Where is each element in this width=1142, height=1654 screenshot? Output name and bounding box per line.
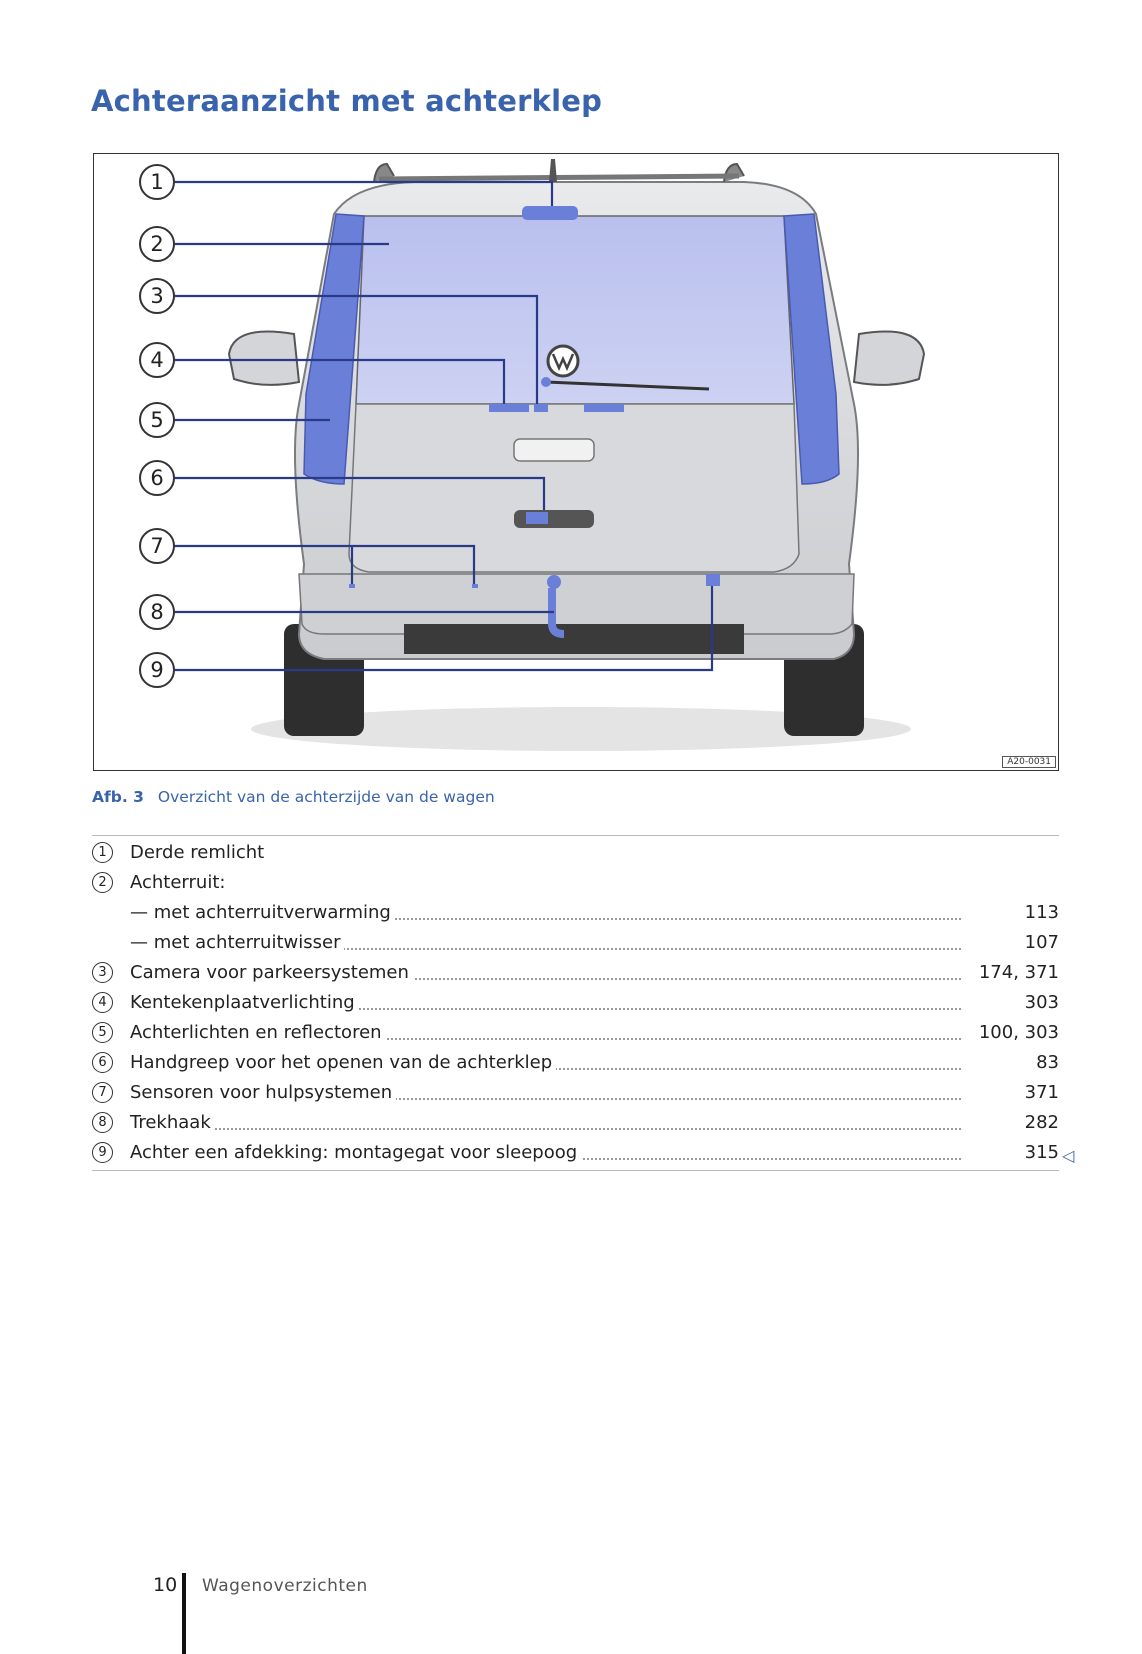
svg-text:5: 5	[150, 408, 163, 432]
callout-2: 2	[139, 226, 175, 262]
legend-number: 4	[92, 992, 113, 1013]
legend-label: Trekhaak	[130, 1108, 215, 1138]
legend-row: 9 Achter een afdekking: montagegat voor …	[92, 1138, 1059, 1168]
vehicle-rear-figure: 1 2 3 4 5 6 7 8 9 A20-0031	[93, 153, 1059, 771]
legend-number: 6	[92, 1052, 113, 1073]
vehicle-rear-illustration: 1 2 3 4 5 6 7 8 9	[139, 159, 926, 751]
legend-number: 7	[92, 1082, 113, 1103]
callout-8: 8	[139, 594, 175, 630]
footer-divider	[182, 1573, 186, 1654]
page-title: Achteraanzicht met achterklep	[91, 84, 603, 118]
callout-1: 1	[139, 164, 175, 200]
legend-label: Achter een afdekking: montagegat voor sl…	[130, 1138, 582, 1168]
legend-page[interactable]: 107	[1024, 932, 1059, 953]
legend-row: 1 Derde remlicht	[92, 838, 1059, 868]
legend-row: 7 Sensoren voor hulpsystemen 371	[92, 1078, 1059, 1108]
legend-page[interactable]: 371	[1024, 1082, 1059, 1103]
caption-text: Overzicht van de achterzijde van de wage…	[157, 788, 495, 806]
legend-page[interactable]: 282	[1024, 1112, 1059, 1133]
section-end-icon: ◁	[1062, 1146, 1075, 1165]
legend-top-rule	[92, 835, 1059, 836]
legend-number: 8	[92, 1112, 113, 1133]
rear-window	[355, 215, 795, 405]
rear-bumper	[298, 573, 855, 635]
legend-row: — met achterruitverwarming 113	[92, 898, 1059, 928]
left-tail-light	[303, 213, 365, 485]
legend-row: — met achterruitwisser 107	[92, 928, 1059, 958]
legend-page[interactable]: 83	[1036, 1052, 1059, 1073]
figure-code: A20-0031	[1002, 756, 1056, 768]
legend-label: — met achterruitverwarming	[130, 898, 395, 928]
legend-label: Camera voor parkeersystemen	[130, 958, 413, 988]
legend-label: Sensoren voor hulpsystemen	[130, 1078, 397, 1108]
legend-row: 6 Handgreep voor het openen van de achte…	[92, 1048, 1059, 1078]
legend-label: — met achterruitwisser	[130, 928, 345, 958]
legend-number: 5	[92, 1022, 113, 1043]
svg-text:3: 3	[150, 284, 163, 308]
callout-4: 4	[139, 342, 175, 378]
legend-label: Achterlichten en reflectoren	[130, 1018, 386, 1048]
callout-3: 3	[139, 278, 175, 314]
legend-number: 3	[92, 962, 113, 983]
svg-text:9: 9	[150, 658, 163, 682]
right-tail-light	[783, 213, 840, 485]
legend-row: 8 Trekhaak 282	[92, 1108, 1059, 1138]
svg-text:6: 6	[150, 466, 163, 490]
legend-label: Handgreep voor het openen van de achterk…	[130, 1048, 557, 1078]
legend-label: Kentekenplaatverlichting	[130, 988, 359, 1018]
figure-caption: Afb. 3 Overzicht van de achterzijde van d…	[92, 788, 495, 806]
left-mirror	[227, 330, 301, 386]
legend-row: 4 Kentekenplaatverlichting 303	[92, 988, 1059, 1018]
legend-number: 1	[92, 842, 113, 863]
legend-page[interactable]: 303	[1024, 992, 1059, 1013]
svg-text:2: 2	[150, 232, 163, 256]
third-brake-light	[522, 206, 578, 220]
page-number: 10	[153, 1574, 178, 1596]
svg-text:7: 7	[150, 534, 163, 558]
legend-row: 3 Camera voor parkeersystemen 174, 371	[92, 958, 1059, 988]
legend-page[interactable]: 100, 303	[978, 1022, 1059, 1043]
footer-section: Wagenoverzichten	[202, 1576, 368, 1596]
legend-row: 5 Achterlichten en reflectoren 100, 303	[92, 1018, 1059, 1048]
legend-bottom-rule	[92, 1170, 1059, 1171]
legend-row: 2 Achterruit:	[92, 868, 1059, 898]
legend-page[interactable]: 113	[1024, 902, 1059, 923]
legend-label: Derde remlicht	[130, 838, 269, 868]
right-mirror	[852, 330, 926, 386]
legend-page[interactable]: 315	[1024, 1142, 1059, 1163]
legend-number: 2	[92, 872, 113, 893]
tow-hook	[548, 588, 565, 638]
svg-text:8: 8	[150, 600, 163, 624]
svg-text:1: 1	[150, 170, 163, 194]
callout-6: 6	[139, 460, 175, 496]
svg-text:4: 4	[150, 348, 163, 372]
legend-page[interactable]: 174, 371	[978, 962, 1059, 983]
legend-label: Achterruit:	[130, 868, 230, 898]
tailgate	[348, 403, 800, 573]
caption-label: Afb. 3	[92, 788, 144, 806]
callout-9: 9	[139, 652, 175, 688]
legend-list: 1 Derde remlicht 2 Achterruit: — met ach…	[92, 838, 1059, 1168]
callout-7: 7	[139, 528, 175, 564]
callout-5: 5	[139, 402, 175, 438]
legend-number: 9	[92, 1142, 113, 1163]
